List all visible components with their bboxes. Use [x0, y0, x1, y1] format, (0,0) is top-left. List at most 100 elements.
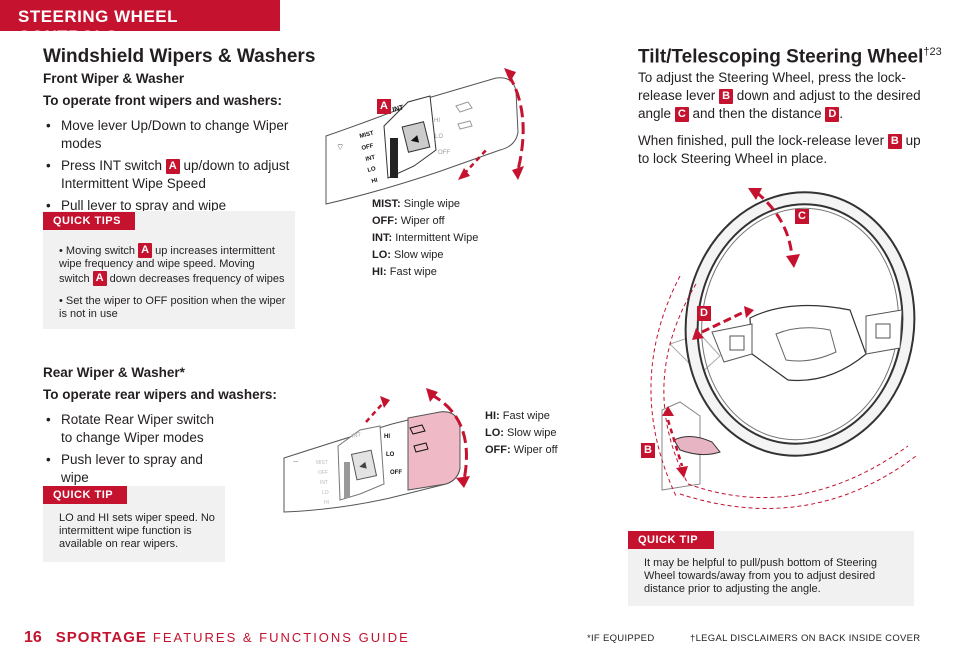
- steering-wheel-diagram: [650, 188, 917, 509]
- legend-lo: LO: Slow wipe: [372, 247, 478, 264]
- steering-wheel-hub: [749, 304, 867, 382]
- quick-tips-label: QUICK TIPS: [43, 212, 135, 230]
- rear-legend-off-text: Wiper off: [513, 444, 558, 456]
- lever-arrow-down-icon: [676, 466, 688, 478]
- diagram-label-c: C: [795, 209, 809, 224]
- p1-badge-c: C: [674, 107, 689, 122]
- rear-legend-lo-text: Slow wipe: [507, 427, 557, 439]
- lock-release-lever[interactable]: [673, 436, 721, 456]
- rear-lever-off: OFF: [318, 470, 328, 476]
- p2-badge-b: B: [887, 134, 902, 149]
- front-lever-pull-arrow: [463, 147, 489, 175]
- legend-off: OFF: Wiper off: [372, 213, 478, 230]
- steering-quick-tip-label: QUICK TIP: [628, 531, 714, 549]
- diagram-label-b: B: [641, 443, 655, 458]
- front-lever-right-off: OFF: [438, 150, 450, 156]
- rear-legend-hi-text: Fast wipe: [502, 410, 550, 422]
- steering-title: Tilt/Telescoping Steering Wheel†23: [638, 46, 942, 68]
- rear-quick-tip-text: LO and HI sets wiper speed. No intermitt…: [59, 512, 215, 550]
- front-wiper-bullets: Move lever Up/Down to change Wiper modes…: [43, 117, 308, 219]
- rear-lever-right-hi: HI: [384, 434, 390, 440]
- front-bullet-3-text: Pull lever to spray and wipe: [61, 198, 227, 213]
- rear-lever-int: INT: [320, 480, 328, 486]
- legend-lo-text: Slow wipe: [394, 249, 444, 261]
- p2-c: up to lock Steering Wheel in place.: [638, 133, 921, 166]
- tip1-badge-a2: A: [92, 271, 107, 286]
- front-lever-updown-arrow: [506, 73, 525, 171]
- front-wiper-icon: [457, 120, 473, 130]
- legend-mist: MIST: Single wipe: [372, 196, 478, 213]
- rear-lever-lo: LO: [322, 490, 329, 496]
- rear-lever-int-label: INT: [351, 432, 362, 440]
- rear-wiper-legend: HI: Fast wipe LO: Slow wipe OFF: Wiper o…: [485, 408, 558, 459]
- front-bullet-2-post: up/down to adjust Intermittent Wipe Spee…: [61, 158, 290, 191]
- front-arrow-pull-icon: [458, 168, 470, 180]
- front-lever-lo: LO: [367, 166, 377, 174]
- rear-quick-tip-label: QUICK TIP: [43, 486, 127, 504]
- rear-legend-off: OFF: Wiper off: [485, 442, 558, 459]
- rear-bullet-2-text: Push lever to spray and wipe: [61, 452, 203, 485]
- right-spoke-controls: [875, 323, 891, 339]
- steering-paragraph-2: When finished, pull the lock-release lev…: [638, 132, 928, 168]
- front-lever-right-lo: LO: [435, 134, 443, 140]
- front-wiper-instruction: To operate front wipers and washers:: [43, 93, 283, 108]
- rear-legend-off-key: OFF:: [485, 444, 511, 456]
- rear-lever-hi: HI: [324, 500, 329, 506]
- rear-bullet-1: Rotate Rear Wiper switch to change Wiper…: [43, 411, 223, 447]
- tilt-arrow-down-icon: [786, 254, 800, 268]
- front-lever-arrow-icon: ◀: [409, 134, 419, 147]
- telescope-arrow-in-icon: [692, 328, 704, 340]
- front-bullet-1-text: Move lever Up/Down to change Wiper modes: [61, 118, 289, 151]
- legend-hi-text: Fast wipe: [389, 266, 437, 278]
- rear-lever-right-off: OFF: [390, 470, 402, 476]
- legend-int-text: Intermittent Wipe: [395, 232, 479, 244]
- front-bullet-2-pre: Press INT switch: [61, 158, 163, 173]
- tilt-arrow-up-icon: [748, 188, 762, 200]
- rear-wiper-lever-diagram: ◀ INT MIST OFF INT LO HI HI LO OFF ⌔: [283, 388, 470, 513]
- rear-rotate-arrow: [429, 392, 468, 481]
- rear-quick-tip-box: QUICK TIP LO and HI sets wiper speed. No…: [43, 486, 225, 562]
- tip1-post: down decreases frequency of wipes: [109, 273, 285, 285]
- front-lever-hi: HI: [371, 178, 379, 185]
- legend-hi: HI: Fast wipe: [372, 264, 478, 281]
- front-bullet-2: Press INT switch A up/down to adjust Int…: [43, 157, 308, 193]
- rear-wiper-subtitle: Rear Wiper & Washer*: [43, 365, 185, 380]
- rear-arrow-push-icon: [380, 396, 390, 408]
- steering-title-text: Tilt/Telescoping Steering Wheel: [638, 46, 924, 68]
- p1-badge-b: B: [719, 89, 734, 104]
- p1-g: .: [839, 106, 844, 121]
- p1-badge-d: D: [825, 107, 840, 122]
- front-wiper-subtitle: Front Wiper & Washer: [43, 71, 185, 86]
- rear-wiper-switch[interactable]: [407, 411, 461, 491]
- front-lever-right-hi: HI: [434, 118, 440, 124]
- rear-legend-hi-key: HI:: [485, 410, 500, 422]
- lever-arrow-up-icon: [662, 406, 674, 416]
- rear-legend-hi: HI: Fast wipe: [485, 408, 558, 425]
- tip1-badge-a: A: [138, 243, 153, 258]
- rear-legend-lo-key: LO:: [485, 427, 504, 439]
- quick-tip-2: • Set the wiper to OFF position when the…: [59, 295, 286, 320]
- footer-brand: SPORTAGE: [55, 629, 147, 646]
- front-lever-off: OFF: [361, 143, 374, 152]
- front-arrow-down-icon: [512, 166, 524, 180]
- p1-a: To adjust the Steering Wheel, press the …: [638, 70, 906, 103]
- front-lever-int: INT: [365, 155, 376, 163]
- rear-arrow-down-icon: [456, 476, 470, 488]
- rear-wiper-instruction: To operate rear wipers and washers:: [43, 387, 277, 402]
- rear-wiper-icon: [413, 442, 429, 453]
- rear-lever-right-lo: LO: [386, 452, 395, 458]
- steering-quick-tip-box: QUICK TIP It may be helpful to pull/push…: [628, 531, 914, 606]
- rear-legend-lo: LO: Slow wipe: [485, 425, 558, 442]
- legend-int-key: INT:: [372, 232, 393, 244]
- rear-lever-arrow-icon: ◀: [358, 460, 367, 471]
- front-lever-int-label: INT: [392, 104, 405, 114]
- legend-off-key: OFF:: [372, 215, 398, 227]
- section-header-tab: STEERING WHEEL CONTROLS: [0, 0, 280, 46]
- front-lever-mist: MIST: [359, 131, 375, 140]
- steering-paragraph-1: To adjust the Steering Wheel, press the …: [638, 69, 928, 123]
- front-bullet-1: Move lever Up/Down to change Wiper modes: [43, 117, 308, 153]
- front-arrow-up-icon: [504, 68, 516, 82]
- wipers-title: Windshield Wipers & Washers: [43, 46, 316, 67]
- steering-quick-tip-text: It may be helpful to pull/push bottom of…: [644, 557, 877, 595]
- quick-tip-1: • Moving switch A up increases intermitt…: [59, 243, 285, 286]
